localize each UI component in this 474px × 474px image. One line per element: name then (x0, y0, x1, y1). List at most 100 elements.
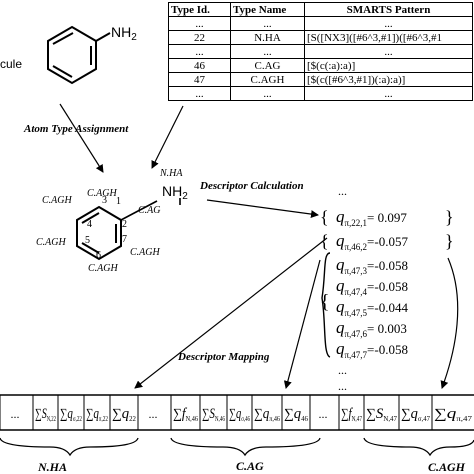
cell-smarts-pattern: ... (304, 16, 473, 31)
bracket-cag (170, 437, 321, 457)
descriptor-q-symbol: q (336, 207, 345, 226)
sum-main: q (263, 406, 270, 422)
descriptor-value: =-0.058 (367, 258, 408, 273)
sum-subscript: N,22 (47, 415, 57, 423)
vector-cell-sum: ∑qσ,47 (401, 406, 430, 423)
descriptor-row: qπ,22,1= 0.097 (336, 207, 407, 228)
vector-cell-sum: ∑q22 (112, 406, 136, 423)
aniline-molecule: cule NH2 (0, 24, 137, 85)
vector-cell-sum: ∑qσ,22 (60, 406, 82, 423)
ring-number-4: 4 (87, 219, 92, 230)
sum-icon: ∑ (401, 407, 411, 422)
sum-main: S (376, 406, 384, 422)
table-row: ......... (168, 16, 473, 31)
descriptor-subscript: π,47,4 (345, 287, 368, 297)
sum-icon: ∑ (341, 407, 348, 422)
table-header-row: Type Id. Type Name SMARTS Pattern (168, 2, 473, 17)
descriptor-value: =-0.057 (367, 234, 408, 249)
descriptor-q-symbol: q (336, 276, 345, 295)
vector-cell-sum: ∑SN,47 (366, 406, 397, 423)
sum-subscript: π,47 (456, 415, 472, 423)
vector-cell-ellipsis: ... (149, 407, 158, 421)
atom-type-assignment-arrows: Atom Type Assignment (23, 103, 184, 173)
bracket-cagh (363, 437, 474, 457)
vector-cell-sum: ∑SN,22 (35, 406, 56, 423)
sum-icon: ∑ (35, 407, 42, 422)
cell-smarts-pattern: ... (304, 86, 473, 101)
cell-type-name: ... (230, 44, 305, 59)
ring-number-1: 1 (116, 196, 121, 207)
sum-main: q (236, 406, 242, 422)
sum-subscript: π,22 (99, 415, 108, 423)
sum-main: q (67, 406, 73, 422)
descriptor-mapping-arrows: Descriptor Mapping (134, 237, 459, 389)
descriptor-q-symbol: q (336, 318, 345, 337)
sum-icon: ∑ (254, 407, 263, 422)
header-type-name: Type Name (230, 2, 305, 17)
descriptor-top-ellipsis: ... (338, 184, 347, 198)
sum-icon: ∑ (284, 407, 294, 422)
sum-icon: ∑ (434, 407, 447, 422)
atom-type-assignment-label: Atom Type Assignment (23, 123, 129, 135)
table-row: ......... (168, 86, 473, 101)
arrow-to-cag-group (283, 259, 321, 389)
cell-type-name: C.AG (230, 58, 305, 73)
sum-icon: ∑ (112, 407, 122, 422)
sum-subscript: 22 (129, 415, 136, 423)
brace-open: { (320, 231, 329, 251)
cell-type-name: N.HA (230, 30, 305, 45)
double-bond (81, 242, 100, 254)
descriptor-vector: ...∑SN,22∑qσ,22∑qπ,22∑q22...∑fN,46∑SN,46… (0, 394, 474, 431)
cell-type-id: ... (168, 16, 231, 31)
ring-number-5: 5 (85, 235, 90, 246)
bracket-nha (0, 437, 139, 457)
arrow-descriptor-calculation (206, 199, 319, 219)
double-bond (52, 65, 73, 78)
sum-subscript: σ,22 (73, 415, 83, 423)
sum-main: S (209, 406, 215, 422)
cell-smarts-pattern: [S([NX3]([#6^3,#1])([#6^3,#1 (304, 30, 473, 45)
vector-cell-sum: ∑qσ,46 (229, 406, 250, 423)
arrow-from-molecule (59, 103, 104, 173)
descriptor-value: =-0.058 (367, 279, 408, 294)
descriptor-row: qπ,46,2=-0.057 (336, 231, 408, 252)
brace-large (321, 252, 331, 358)
cell-type-id: ... (168, 86, 231, 101)
cell-type-id: 47 (168, 72, 231, 87)
cell-smarts-pattern: [$(c(:a):a)] (304, 58, 473, 73)
descriptor-row: qπ,47,4=-0.058 (336, 276, 408, 297)
vector-cell-sum: ∑q46 (284, 406, 308, 423)
vector-cell-sum: ∑fN,46 (173, 406, 198, 423)
descriptor-mapping-label: Descriptor Mapping (177, 351, 270, 363)
sum-main: q (93, 406, 99, 422)
sum-main: q (411, 406, 419, 422)
descriptor-value: = 0.097 (367, 210, 407, 225)
descriptor-q-symbol: q (336, 255, 345, 274)
descriptor-q-symbol: q (336, 297, 345, 316)
descriptor-subscript: π,47,6 (345, 329, 368, 339)
header-smarts-pattern: SMARTS Pattern (304, 2, 473, 17)
ring-number-7: 7 (122, 234, 127, 245)
sum-main: q (122, 406, 130, 422)
sum-main: f (348, 406, 353, 422)
sum-main: q (447, 406, 457, 422)
sum-icon: ∑ (86, 407, 93, 422)
atom-type-cagh-top: C.AGH (87, 188, 118, 199)
cell-type-name: ... (230, 86, 305, 101)
brace-open: { (320, 207, 329, 227)
sum-subscript: N,46 (215, 415, 226, 423)
amine-bond (95, 32, 111, 42)
amine-bond (120, 200, 158, 221)
atom-type-cag: C.AG (138, 205, 161, 216)
sum-icon: ∑ (60, 407, 67, 422)
arrow-to-nha-group (134, 237, 328, 389)
sum-main: S (42, 406, 47, 422)
sum-subscript: π,46 (269, 415, 280, 423)
sum-icon: ∑ (229, 407, 236, 422)
descriptor-subscript: π,47,5 (345, 308, 368, 318)
sum-main: f (182, 406, 187, 422)
sum-subscript: 46 (301, 415, 308, 423)
